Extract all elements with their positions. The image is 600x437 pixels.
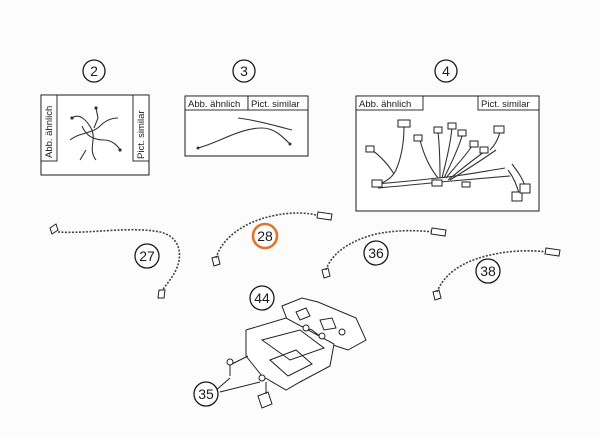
cable-27	[49, 223, 181, 299]
svg-text:4: 4	[442, 63, 450, 79]
callout-27: 27	[134, 243, 160, 269]
cable-36	[321, 227, 447, 279]
part-4-box: Abb. ähnlich Pict. similar	[355, 95, 540, 212]
similar-label-en: Pict. similar	[251, 99, 300, 110]
similar-label-de: Abb. ähnlich	[44, 106, 55, 158]
svg-text:28: 28	[257, 228, 273, 244]
svg-text:44: 44	[254, 290, 270, 306]
bracket-44	[213, 297, 367, 409]
svg-text:35: 35	[198, 386, 214, 402]
cable-38	[432, 247, 561, 301]
part-3-box: Abb. ähnlich Pict. similar	[184, 95, 309, 157]
svg-text:36: 36	[368, 245, 384, 261]
svg-text:27: 27	[139, 248, 155, 264]
svg-text:3: 3	[240, 63, 248, 79]
callout-4: 4	[434, 59, 458, 83]
callout-28: 28	[251, 222, 279, 250]
similar-label-en: Pict. similar	[136, 110, 147, 159]
part-2-box: Abb. ähnlich Pict. similar	[40, 94, 150, 176]
svg-text:38: 38	[480, 263, 496, 279]
screw-icon	[258, 374, 266, 382]
callout-35: 35	[193, 381, 219, 407]
svg-text:2: 2	[90, 63, 98, 79]
callout-2: 2	[82, 59, 106, 83]
callout-44: 44	[249, 285, 275, 311]
screw-icon	[226, 358, 234, 366]
similar-label-en: Pict. similar	[481, 99, 530, 110]
similar-label-de: Abb. ähnlich	[188, 99, 240, 110]
callout-36: 36	[363, 240, 389, 266]
callout-3: 3	[232, 59, 256, 83]
cable-28	[211, 211, 333, 267]
callout-38: 38	[475, 258, 501, 284]
similar-label-de: Abb. ähnlich	[359, 99, 411, 110]
